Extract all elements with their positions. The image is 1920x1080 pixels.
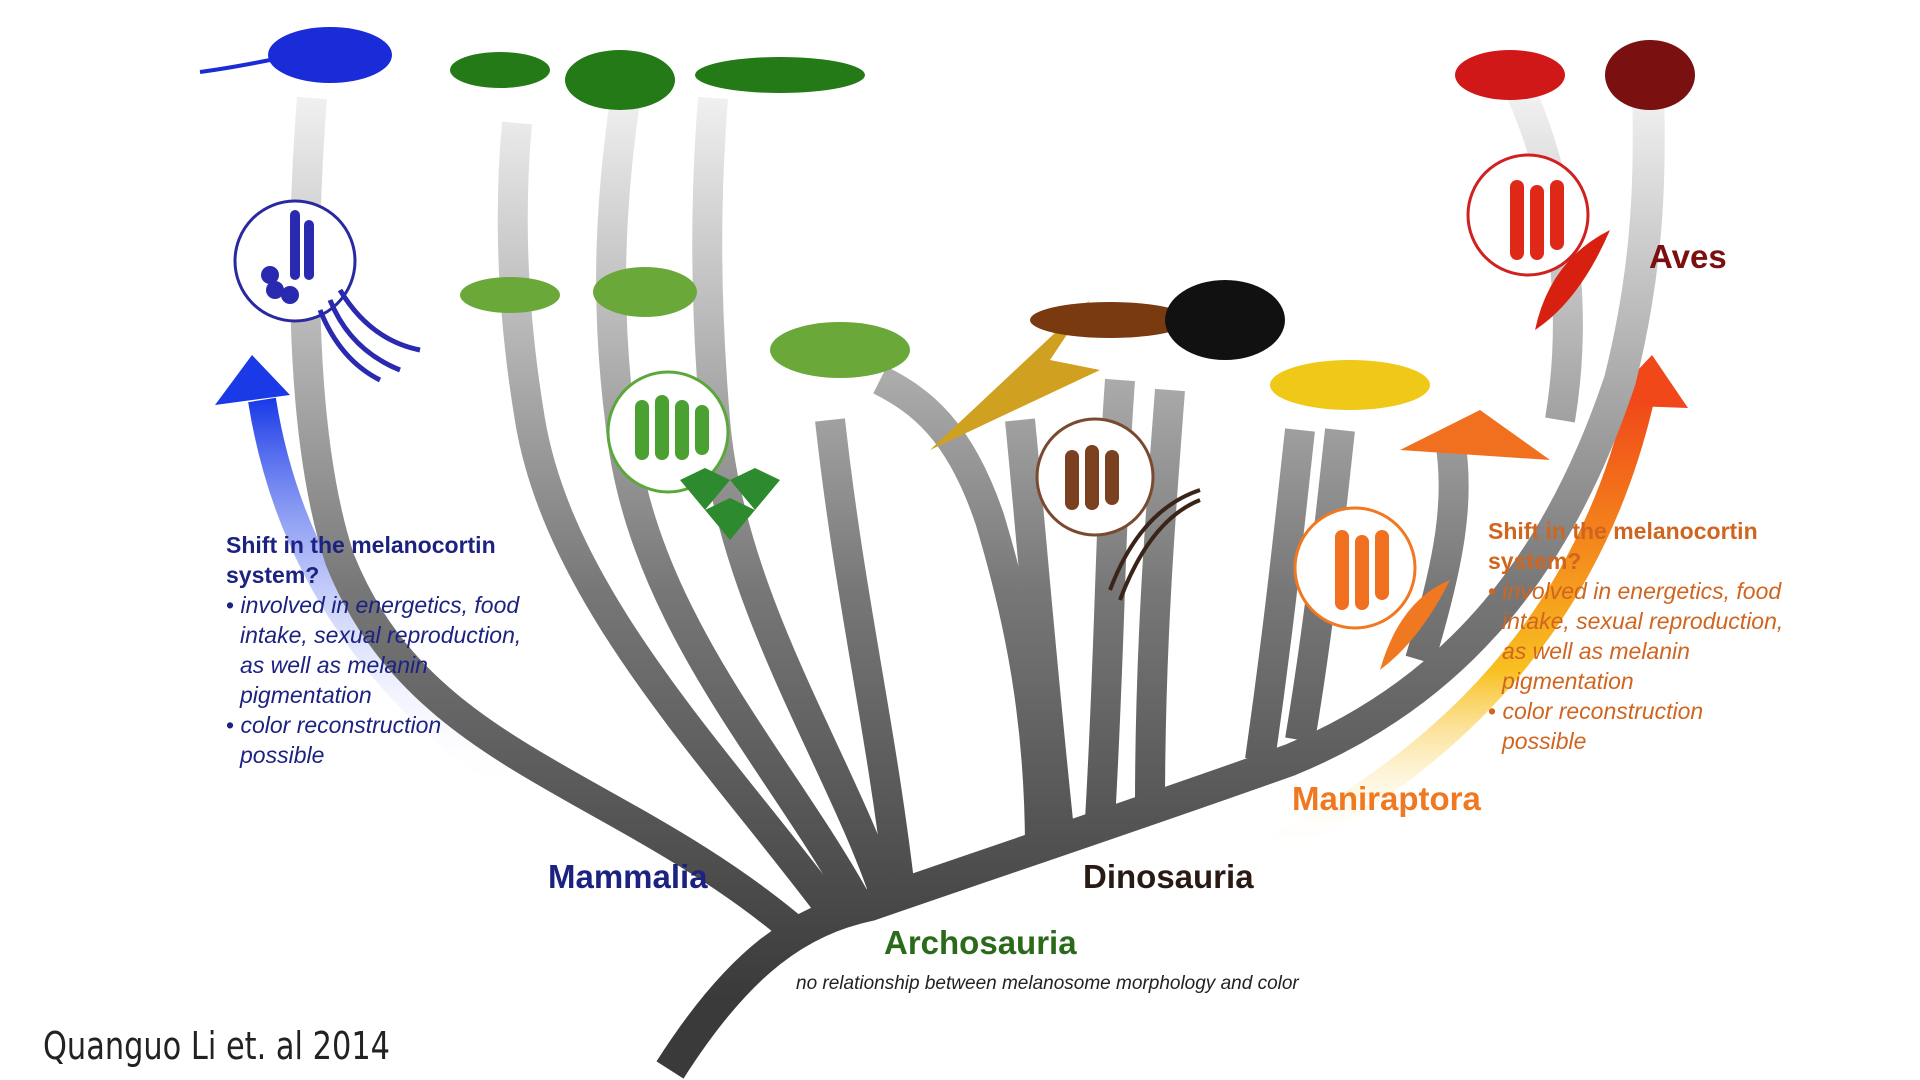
ostrich-icon — [1605, 40, 1695, 110]
orange-feather-icon — [1380, 580, 1450, 670]
turtle-icon — [565, 50, 675, 110]
lizard-icon — [450, 52, 550, 88]
clade-label-aves: Aves — [1649, 238, 1727, 275]
trunk — [656, 85, 1665, 1079]
turtle-2-icon — [593, 267, 697, 317]
right-note-heading: Shift in the melanocortin system? — [1488, 518, 1758, 574]
red-feather-icon — [1535, 230, 1610, 330]
melanosome-rods — [261, 180, 1564, 610]
sauropod-icon — [1030, 302, 1190, 338]
yellow-dino-icon — [1270, 360, 1430, 410]
trex-icon — [1165, 280, 1285, 360]
left-note-heading: Shift in the melanocortin system? — [226, 532, 496, 588]
bird-melanosome-icon — [1466, 153, 1590, 277]
mammal-arrowhead — [215, 355, 290, 405]
red-bird-icon — [1455, 50, 1565, 100]
right-note-bullet: involved in energetics, food intake, sex… — [1488, 576, 1788, 696]
hair-icon — [317, 288, 421, 383]
microraptor-icon — [1400, 410, 1550, 460]
right-note: Shift in the melanocortin system? involv… — [1488, 516, 1788, 756]
right-note-bullet: color reconstruction possible — [1488, 696, 1788, 756]
left-note-bullet: color reconstruction possible — [226, 710, 526, 770]
mouse-icon — [268, 27, 392, 83]
integument-icons — [317, 230, 1610, 670]
left-note: Shift in the melanocortin system? involv… — [226, 530, 526, 770]
footnote: no relationship between melanosome morph… — [796, 973, 1299, 994]
clade-label-archosauria: Archosauria — [884, 924, 1077, 961]
crocodile-icon — [695, 57, 865, 93]
citation: Quanguo Li et. al 2014 — [43, 1024, 391, 1068]
ankylosaur-icon — [770, 322, 910, 378]
clade-label-mammalia: Mammalia — [548, 858, 708, 895]
left-note-bullet: involved in energetics, food intake, sex… — [226, 590, 526, 710]
clade-label-dinosauria: Dinosauria — [1083, 858, 1254, 895]
clade-label-maniraptora: Maniraptora — [1292, 780, 1481, 817]
branches — [290, 83, 1583, 947]
scales-icon — [680, 468, 780, 540]
filament-icon — [1108, 488, 1201, 601]
lizard-2-icon — [460, 277, 560, 313]
pterosaur-icon — [930, 300, 1100, 450]
animal-silhouettes — [199, 27, 1695, 460]
